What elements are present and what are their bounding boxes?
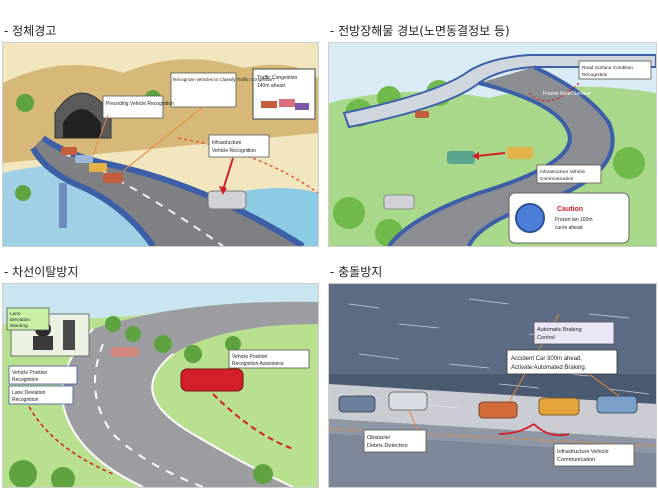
panel-title-obstacle-warning: - 전방장해물 경보(노면동결정보 등) [330,22,510,39]
label-lane-warning-3: Warning [10,323,28,329]
label-caution-line-1: Frozen lan 100m [555,217,593,223]
label-caution-line-2: curve ahead [555,225,583,231]
label-frozen-road-surface: Frozen Road Surface [543,91,591,97]
label-vehicle-position-2: Recognition [12,377,39,383]
collision-illustration: Automatic Braking Control Accident Car 3… [329,284,656,487]
label-preceding-vehicle: Preceding Vehicle Recognition [106,101,174,107]
label-lane-deviation-1: Lane Deviation [12,390,46,396]
panel-lane-departure: Lane Deviation Warning Vehicle Position … [2,283,319,488]
label-activate-braking: Activate Automated Braking. [511,365,587,371]
congestion-illustration: Preceding Vehicle Recognition Recognize … [3,43,318,246]
panel-title-lane-departure: - 차선이탈방지 [4,263,78,280]
label-lane-deviation-2: Recognition [12,397,39,403]
label-caution: Caution [557,206,583,213]
panel-title-congestion-warning: - 정체경고 [4,22,56,39]
panel-congestion-warning: Preceding Vehicle Recognition Recognize … [2,42,319,247]
label-road-surface-condition: Road Surface Condition [582,65,633,71]
label-lane-warning-1: Lane [10,311,21,317]
label-lane-warning-2: Deviation [10,317,30,323]
label-road-surface-recognition: Recognition [582,72,608,78]
label-traffic-congestion: Traffic Congestion [257,75,298,81]
label-infrastructure: Infrastructure [212,140,242,146]
label-position-assistance-1: Vehicle Position [232,354,268,360]
panel-title-collision-avoidance: - 충돌방지 [330,263,382,280]
obstacle-illustration: Road Surface Condition Recognition Froze… [329,43,656,246]
label-obstacle: Obstacle/ [367,435,391,441]
label-infrastructure-vehicle: Infrastructure Vehicle [557,449,609,455]
label-infrastructure-vehicle: Infrastructure Vehicle [540,169,585,175]
panel-collision-avoidance: Automatic Braking Control Accident Car 3… [328,283,657,488]
label-position-assistance-2: Recognition Assistance [232,361,284,367]
label-communication: Communication [540,176,574,182]
label-braking-control: Control [537,335,555,341]
label-debris-detection: Debris Detection [367,443,408,449]
label-automatic-braking: Automatic Braking [537,327,582,333]
label-vehicle-position-1: Vehicle Position [12,370,48,376]
label-communication: Communication [557,457,595,463]
lane-departure-illustration: Lane Deviation Warning Vehicle Position … [3,284,318,487]
panel-obstacle-warning: Road Surface Condition Recognition Froze… [328,42,657,247]
label-traffic-distance: 140m ahead [257,83,285,89]
label-accident-car: Accident Car 300m ahead. [511,356,582,362]
label-vehicle-recognition: Vehicle Recognition [212,148,256,154]
